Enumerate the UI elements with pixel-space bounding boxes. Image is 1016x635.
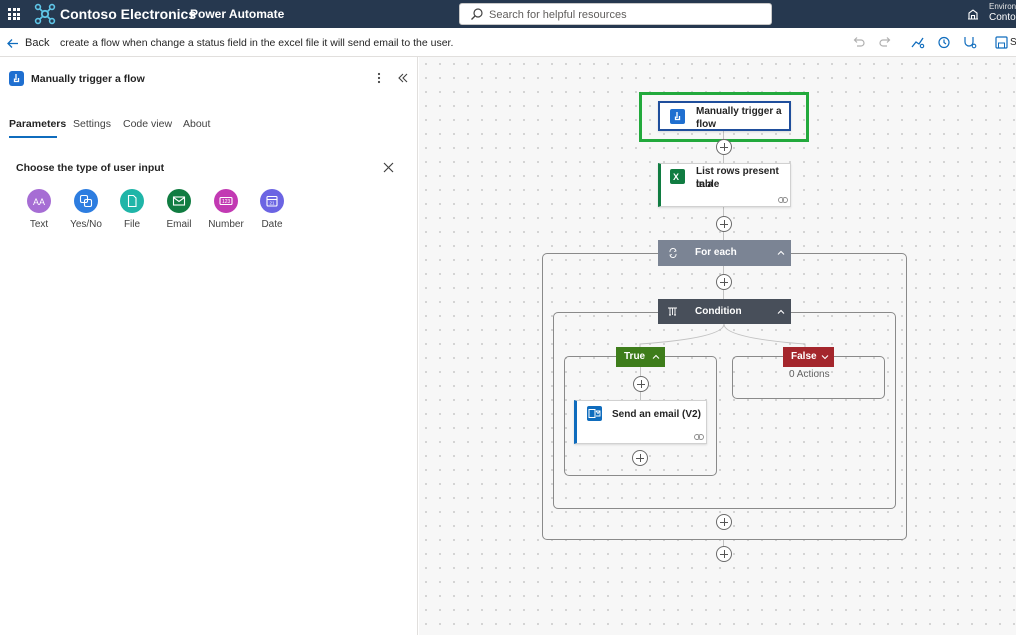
brand-name[interactable]: Contoso Electronics xyxy=(60,6,197,22)
loop-icon xyxy=(669,248,677,258)
false-branch-label: False xyxy=(791,351,817,362)
environment-icon[interactable] xyxy=(966,7,980,21)
excel-icon: X xyxy=(670,169,685,184)
calendar-icon: 21 xyxy=(260,189,284,213)
true-branch-label: True xyxy=(624,351,646,362)
active-tab-indicator xyxy=(9,136,57,138)
list-rows-title-line2: table xyxy=(696,179,720,190)
flow-description[interactable]: create a flow when change a status field… xyxy=(60,37,454,49)
condition-title: Condition xyxy=(695,306,742,317)
input-type-label: File xyxy=(123,219,141,230)
trigger-hand-icon xyxy=(670,109,685,124)
connection-link-icon xyxy=(778,197,788,203)
foreach-title: For each xyxy=(695,247,737,258)
add-step-button[interactable] xyxy=(716,274,732,290)
false-branch-button[interactable]: False xyxy=(783,347,834,367)
svg-text:21: 21 xyxy=(270,201,276,206)
trigger-hand-icon xyxy=(9,71,24,86)
chevron-up-icon[interactable] xyxy=(776,248,786,258)
chevron-up-icon[interactable] xyxy=(651,352,661,362)
add-step-button[interactable] xyxy=(716,139,732,155)
trigger-card[interactable]: Manually trigger a flow xyxy=(658,101,791,131)
more-options-icon[interactable] xyxy=(373,71,385,85)
flow-checker-icon[interactable] xyxy=(962,35,977,50)
yes-no-icon xyxy=(74,189,98,213)
condition-header[interactable]: Condition xyxy=(658,299,791,324)
number-icon: 123 xyxy=(214,189,238,213)
tab-code-view[interactable]: Code view xyxy=(123,118,173,130)
foreach-header[interactable]: For each xyxy=(658,240,791,266)
search-icon xyxy=(471,8,483,20)
tab-about[interactable]: About xyxy=(183,118,211,130)
file-icon xyxy=(120,189,144,213)
panel-title: Manually trigger a flow xyxy=(31,73,145,85)
undo-icon[interactable] xyxy=(851,35,866,50)
copilot-icon[interactable] xyxy=(910,35,925,50)
environment-name[interactable]: Conto xyxy=(989,12,1016,23)
add-step-button[interactable] xyxy=(716,216,732,232)
selection-highlight xyxy=(639,92,809,142)
product-name[interactable]: Power Automate xyxy=(190,7,285,21)
arrow-left-icon xyxy=(7,38,18,48)
tab-settings[interactable]: Settings xyxy=(73,118,111,130)
trigger-title-line1: Manually trigger a xyxy=(696,106,782,117)
app-launcher-icon[interactable] xyxy=(8,8,20,20)
list-rows-title-line1: List rows present in a xyxy=(696,166,779,190)
add-step-button[interactable] xyxy=(633,376,649,392)
top-bar: Contoso Electronics Power Automate Searc… xyxy=(0,0,1016,28)
input-type-date[interactable]: 21 Date xyxy=(250,189,294,230)
true-branch-button[interactable]: True xyxy=(616,347,665,367)
send-email-card[interactable]: Send an email (V2) xyxy=(574,400,707,444)
trigger-title-line2: flow xyxy=(696,119,716,130)
input-type-file[interactable]: File xyxy=(110,189,154,230)
input-type-text[interactable]: AA Text xyxy=(17,189,61,230)
history-icon[interactable] xyxy=(936,35,951,50)
action-details-panel: Manually trigger a flow Parameters Setti… xyxy=(0,57,418,635)
flow-canvas[interactable] xyxy=(419,57,1016,635)
input-type-yes-no[interactable]: Yes/No xyxy=(64,189,108,230)
connection-link-icon xyxy=(694,434,704,440)
redo-icon[interactable] xyxy=(878,35,893,50)
svg-text:123: 123 xyxy=(222,199,231,205)
email-icon xyxy=(167,189,191,213)
outlook-icon xyxy=(587,406,602,421)
text-icon: AA xyxy=(27,189,51,213)
input-type-label: Text xyxy=(29,219,49,230)
contoso-logo-icon xyxy=(34,3,56,25)
add-step-button[interactable] xyxy=(632,450,648,466)
save-icon[interactable] xyxy=(994,35,1009,50)
collapse-panel-icon[interactable] xyxy=(397,72,409,84)
search-box[interactable]: Search for helpful resources xyxy=(459,3,772,25)
input-type-email[interactable]: Email xyxy=(157,189,201,230)
close-icon[interactable] xyxy=(383,162,394,173)
input-type-label: Date xyxy=(261,219,283,230)
back-button[interactable]: Back xyxy=(6,36,49,50)
input-type-label: Email xyxy=(166,219,192,230)
tab-parameters[interactable]: Parameters xyxy=(9,118,67,130)
chevron-down-icon[interactable] xyxy=(820,352,830,362)
choose-input-heading: Choose the type of user input xyxy=(16,162,165,174)
input-type-label: Number xyxy=(208,219,244,230)
search-placeholder: Search for helpful resources xyxy=(489,9,627,21)
list-rows-card[interactable]: X List rows present in a table xyxy=(658,163,791,207)
input-type-label: Yes/No xyxy=(70,219,102,230)
svg-text:AA: AA xyxy=(33,197,45,207)
command-bar: Back create a flow when change a status … xyxy=(0,28,1016,57)
environment-label: Environ xyxy=(989,2,1016,11)
add-step-button[interactable] xyxy=(716,514,732,530)
input-type-number[interactable]: 123 Number xyxy=(204,189,248,230)
branch-connectors xyxy=(639,324,806,350)
chevron-up-icon[interactable] xyxy=(776,307,786,317)
save-label[interactable]: S xyxy=(1010,37,1016,48)
send-email-title: Send an email (V2) xyxy=(612,409,701,420)
back-label: Back xyxy=(25,37,50,49)
svg-text:X: X xyxy=(673,172,679,182)
condition-icon xyxy=(668,307,677,316)
false-branch-empty-text: 0 Actions xyxy=(789,369,830,380)
add-step-button[interactable] xyxy=(716,546,732,562)
